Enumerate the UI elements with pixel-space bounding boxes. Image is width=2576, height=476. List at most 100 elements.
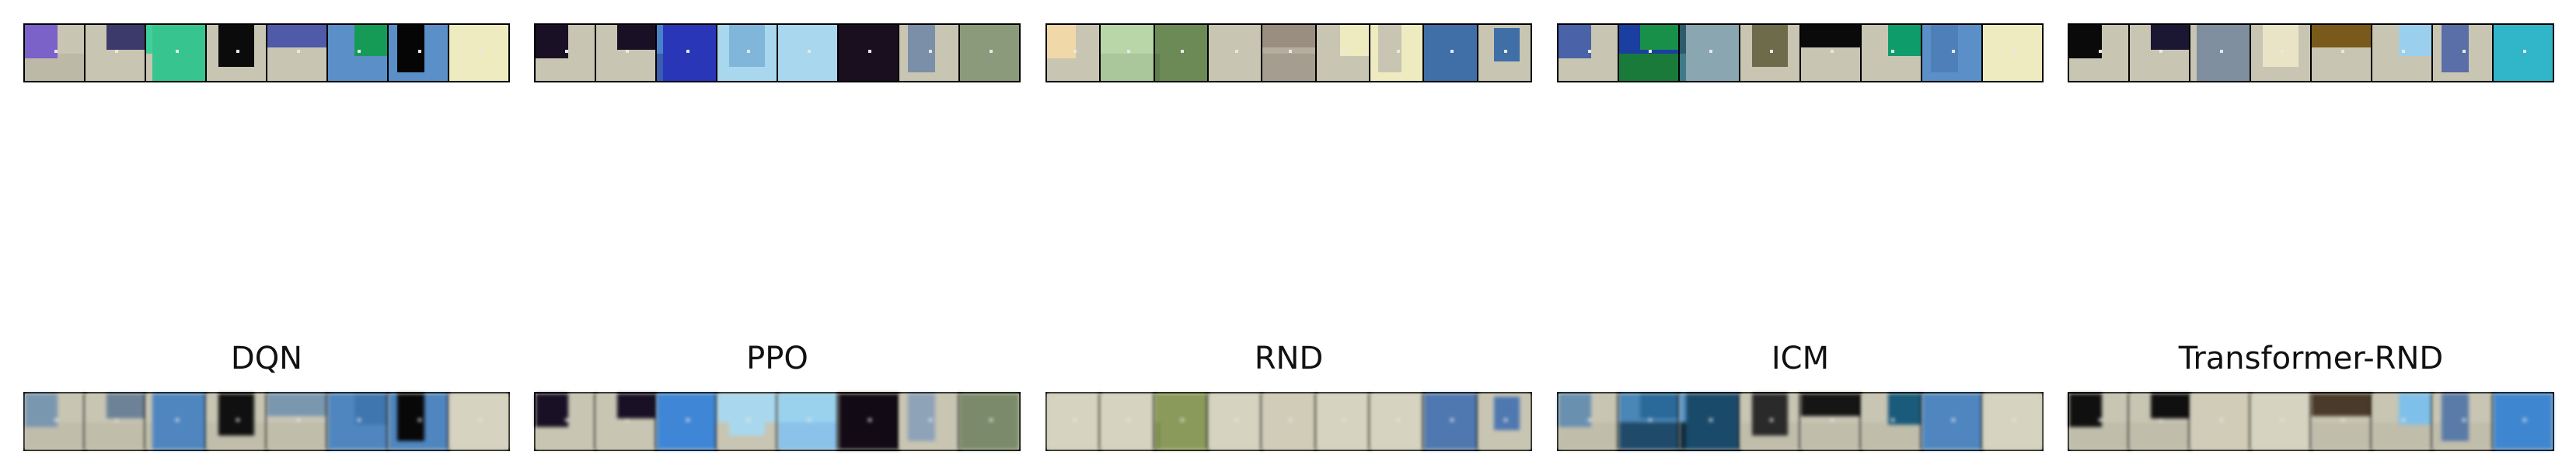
frame-thumbnail (1047, 394, 1101, 450)
frame-thumbnail (267, 25, 328, 81)
frame-floor (1101, 422, 1154, 450)
frame-thumbnail (86, 25, 146, 81)
agent-marker (808, 418, 811, 422)
agent-marker (868, 50, 871, 54)
frame-thumbnail (2494, 394, 2553, 450)
frame-floor (536, 54, 595, 81)
agent-marker (626, 50, 629, 54)
agent-marker (990, 418, 993, 422)
frame-object (1119, 394, 1154, 419)
agent-marker (1891, 50, 1894, 54)
agent-marker (1952, 418, 1955, 422)
frame-thumbnail (596, 25, 657, 81)
agent-marker (1649, 418, 1652, 422)
frame-thumbnail (657, 394, 717, 450)
reconstructed-frame-strip (534, 392, 1021, 451)
frame-floor (596, 422, 655, 450)
frame-thumbnail (1101, 25, 1155, 81)
frame-object (1493, 396, 1520, 430)
frame-thumbnail (1316, 25, 1370, 81)
method-title: RND (1254, 341, 1324, 376)
method-panel: ICM (1557, 0, 2044, 476)
frame-floor (1047, 54, 1100, 81)
agent-marker (2099, 50, 2102, 54)
agent-marker (2099, 418, 2102, 422)
agent-marker (236, 418, 239, 422)
agent-marker (1504, 418, 1508, 422)
frame-thumbnail (899, 25, 960, 81)
frame-floor (1316, 422, 1369, 450)
frame-thumbnail (1370, 394, 1425, 450)
ground-truth-frame-strip (2068, 23, 2554, 82)
ground-truth-frame-strip (534, 23, 1021, 82)
frame-thumbnail (146, 25, 207, 81)
agent-marker (1288, 418, 1292, 422)
frame-thumbnail (1619, 25, 1680, 81)
frame-object (1262, 25, 1315, 47)
frame-floor (1101, 54, 1154, 81)
frame-object (106, 394, 145, 419)
agent-marker (2159, 50, 2162, 54)
frame-object (397, 394, 424, 442)
frame-thumbnail (1559, 394, 1619, 450)
frame-thumbnail (267, 394, 328, 450)
frame-thumbnail (25, 25, 86, 81)
frame-floor (2069, 54, 2128, 81)
frame-thumbnail (1983, 25, 2042, 81)
frame-object (1801, 25, 1860, 47)
agent-marker (2281, 418, 2284, 422)
frame-object (25, 394, 58, 428)
frame-thumbnail (1983, 394, 2042, 450)
agent-marker (297, 418, 300, 422)
frame-thumbnail (1801, 25, 1862, 81)
frame-object (2442, 25, 2469, 73)
frame-thumbnail (596, 394, 657, 450)
frame-thumbnail (146, 394, 207, 450)
frame-thumbnail (778, 25, 839, 81)
frame-thumbnail (1047, 25, 1101, 81)
agent-marker (2523, 418, 2526, 422)
frame-object (616, 394, 655, 419)
frame-thumbnail (839, 25, 899, 81)
frame-floor (2312, 54, 2371, 81)
frame-thumbnail (2069, 394, 2130, 450)
frame-thumbnail (2372, 25, 2433, 81)
frame-thumbnail (328, 394, 389, 450)
frame-thumbnail (960, 394, 1019, 450)
frame-object (1119, 25, 1154, 51)
frame-object (218, 394, 254, 436)
reconstructed-frame-strip (1045, 392, 1532, 451)
ground-truth-frame-strip (23, 23, 510, 82)
agent-marker (1891, 418, 1894, 422)
frame-floor (596, 54, 655, 81)
frame-thumbnail (449, 394, 508, 450)
frame-thumbnail (1262, 25, 1317, 81)
frame-thumbnail (1922, 394, 1983, 450)
frame-thumbnail (2190, 394, 2251, 450)
frame-object (2312, 25, 2371, 47)
agent-marker (2402, 50, 2405, 54)
agent-marker (1450, 50, 1454, 54)
agent-marker (2281, 50, 2284, 54)
frame-thumbnail (1101, 394, 1155, 450)
agent-marker (1709, 50, 1712, 54)
frame-object (536, 394, 568, 428)
agent-marker (1396, 50, 1400, 54)
frame-floor (1316, 54, 1369, 81)
agent-marker (626, 418, 629, 422)
agent-marker (565, 50, 568, 54)
frame-thumbnail (2190, 25, 2251, 81)
agent-marker (747, 418, 750, 422)
agent-marker (2341, 50, 2344, 54)
frame-floor (1619, 422, 1678, 450)
frame-object (908, 25, 935, 73)
frame-floor (2069, 422, 2128, 450)
frame-object (2069, 394, 2102, 428)
frame-thumbnail (389, 394, 449, 450)
frame-thumbnail (207, 394, 267, 450)
frame-object (1219, 394, 1251, 436)
frame-thumbnail (1922, 25, 1983, 81)
frame-thumbnail (1619, 394, 1680, 450)
frame-thumbnail (2312, 394, 2372, 450)
agent-marker (2220, 50, 2223, 54)
